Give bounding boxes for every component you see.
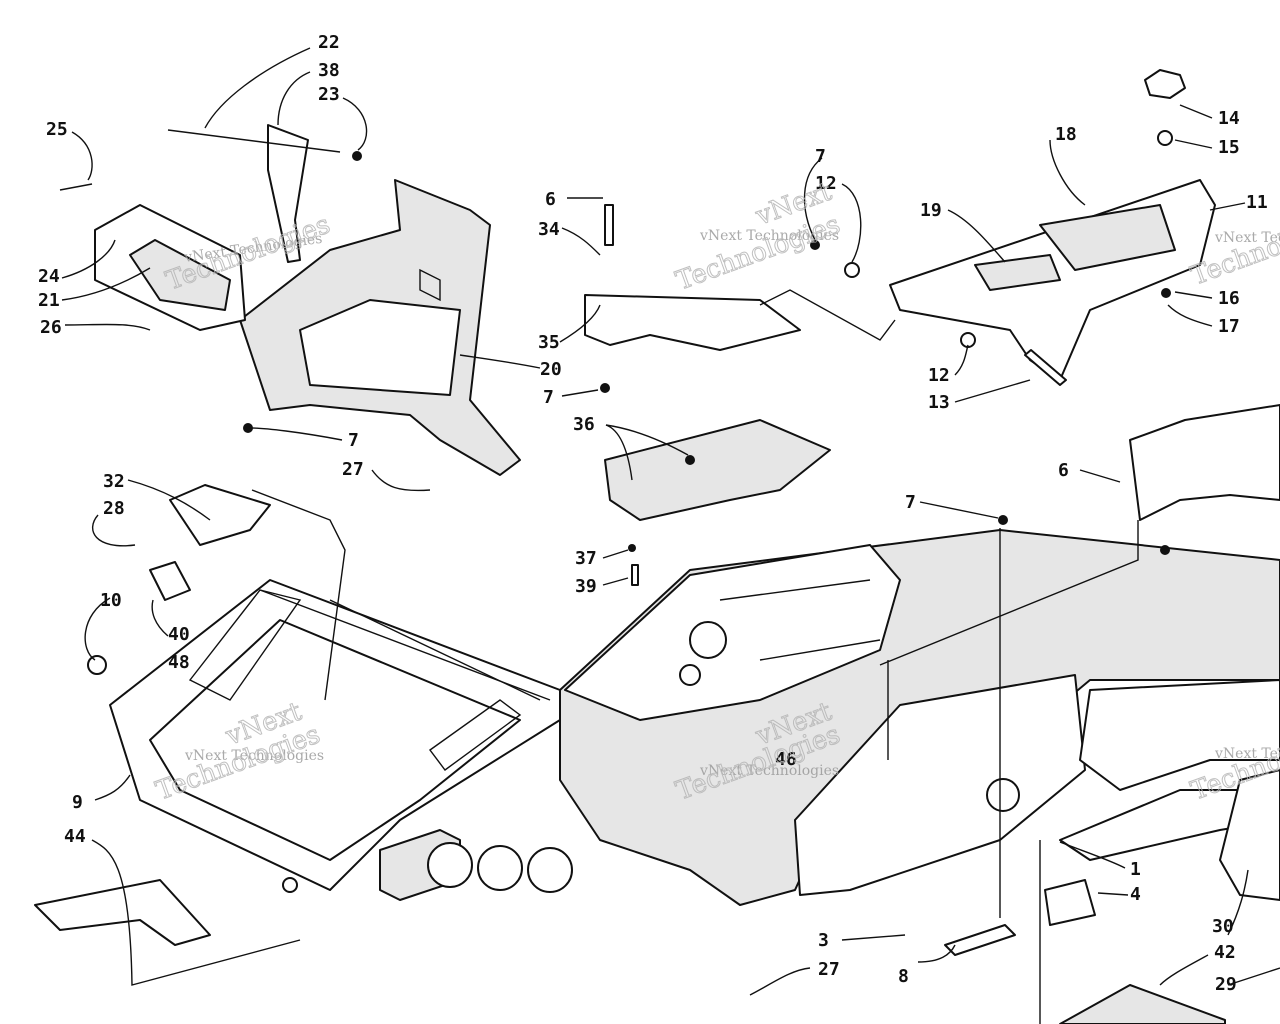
callout-42: 42 <box>1214 942 1236 963</box>
callout-37: 37 <box>575 548 597 569</box>
callout-28: 28 <box>103 498 125 519</box>
headlight-boot <box>94 204 246 331</box>
watermark-text: vNext Technologies <box>699 228 839 244</box>
callout-26: 26 <box>40 317 62 338</box>
callout-10: 10 <box>100 590 122 611</box>
callout-16: 16 <box>1218 288 1240 309</box>
assembly-30 <box>1219 769 1280 901</box>
console-11 <box>889 179 1216 381</box>
callout-36: 36 <box>573 414 595 435</box>
callout-22: 22 <box>318 32 340 53</box>
callout-21: 21 <box>38 290 60 311</box>
guard-36 <box>604 419 831 521</box>
callout-48: 48 <box>168 652 190 673</box>
clip-8 <box>944 924 1016 956</box>
callout-34: 34 <box>538 219 560 240</box>
callout-27-top: 27 <box>342 459 364 480</box>
callout-39: 39 <box>575 576 597 597</box>
callout-24: 24 <box>38 266 60 287</box>
watermark-text: vNext Technologies <box>184 748 324 764</box>
leader-lines <box>59 47 1280 1024</box>
callout-7-frame: 7 <box>905 492 916 513</box>
plate-42 <box>1059 984 1226 1024</box>
callout-4: 4 <box>1130 884 1141 905</box>
block-4 <box>1044 879 1096 926</box>
callout-6-right: 6 <box>1058 460 1069 481</box>
callout-44: 44 <box>64 826 86 847</box>
callout-25: 25 <box>46 119 68 140</box>
callout-19: 19 <box>920 200 942 221</box>
watermark-text: vNext Technologies <box>1214 746 1280 762</box>
callout-35: 35 <box>538 332 560 353</box>
callout-29: 29 <box>1215 974 1237 995</box>
callout-17: 17 <box>1218 316 1240 337</box>
callouts: 22 38 23 25 24 21 26 20 7 27 32 28 10 40… <box>38 32 1268 995</box>
callout-23: 23 <box>318 84 340 105</box>
callout-27-bottom: 27 <box>818 959 840 980</box>
callout-12-lower: 12 <box>928 365 950 386</box>
watermark-text: vNext Technologies <box>699 763 839 779</box>
callout-7-left: 7 <box>348 430 359 451</box>
callout-18: 18 <box>1055 124 1077 145</box>
callout-40: 40 <box>168 624 190 645</box>
callout-46: 46 <box>775 749 797 770</box>
plate-35 <box>584 294 801 351</box>
callout-6-mid: 6 <box>545 189 556 210</box>
callout-30: 30 <box>1212 916 1234 937</box>
callout-38: 38 <box>318 60 340 81</box>
hood-bracket <box>239 179 521 476</box>
callout-11: 11 <box>1246 192 1268 213</box>
bracket-40 <box>149 561 191 601</box>
callout-32: 32 <box>103 471 125 492</box>
front-bumper <box>109 579 573 901</box>
callout-20: 20 <box>540 359 562 380</box>
bracket-38 <box>267 124 309 263</box>
callout-13: 13 <box>928 392 950 413</box>
bracket-right <box>1129 404 1280 521</box>
callout-8: 8 <box>898 966 909 987</box>
callout-1: 1 <box>1130 859 1141 880</box>
watermark-text: vNext Technologies <box>1214 230 1280 246</box>
callout-7-mid: 7 <box>543 387 554 408</box>
callout-9: 9 <box>72 792 83 813</box>
hardware-fasteners <box>87 69 1186 675</box>
callout-14: 14 <box>1218 108 1240 129</box>
callout-15: 15 <box>1218 137 1240 158</box>
callout-3: 3 <box>818 930 829 951</box>
callout-7-upper: 7 <box>815 146 826 167</box>
chassis-frame <box>559 529 1280 906</box>
belly-pan-44 <box>34 879 211 946</box>
callout-12-upper: 12 <box>815 173 837 194</box>
bracket-32 <box>169 484 271 546</box>
